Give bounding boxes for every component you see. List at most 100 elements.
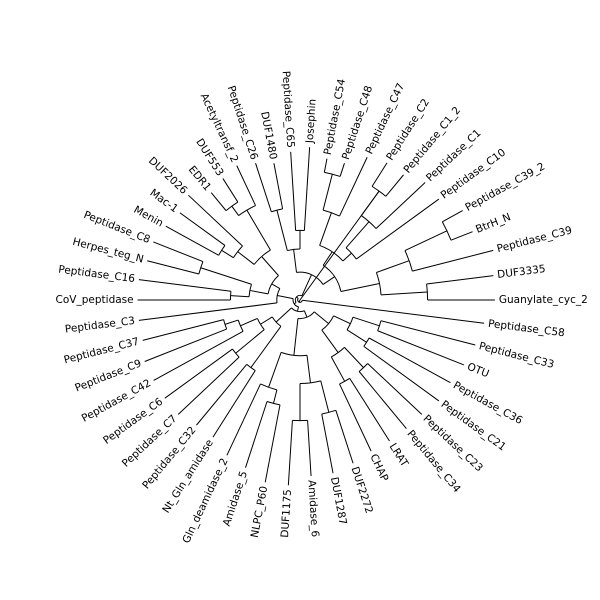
tree-branch [138,279,232,292]
tree-branch [426,275,494,285]
tree-branch [165,225,219,256]
tree-branch [322,251,333,266]
tree-branch [375,182,426,229]
tree-branch [212,370,256,438]
tree-branch [236,165,257,206]
tree-branch [249,289,269,295]
tree-branch [290,151,297,231]
tree-branch [261,256,279,276]
tree-branch [287,420,293,486]
tree-branch [339,157,368,217]
tree-branch [339,383,372,452]
leaf-label: BtrH_N [474,211,512,236]
leaf-label: Menin [132,204,166,230]
tree-branch [153,330,244,381]
tree-branch [376,260,410,273]
leaf-label: DUF1287 [328,476,349,526]
tree-branch [339,163,345,177]
tree-branch [368,337,451,384]
tree-branch [250,325,282,368]
tree-branch [210,192,227,211]
tree-branch-arc [260,383,278,391]
tree-branch-arc [331,346,345,358]
tree-branch [363,345,440,402]
tree-branch [322,276,335,285]
tree-branch [188,194,243,247]
leaf-label: Peptidase_C16 [58,264,136,286]
tree-branch [303,310,308,318]
tree-branch-arc [218,245,226,256]
leaf-label: Peptidase_C33 [478,340,556,371]
tree-branch [271,283,281,289]
tree-branch [293,249,298,273]
tree-branch [412,249,494,272]
tree-branch [196,364,248,426]
tree-branch [245,401,268,468]
tree-branch [224,319,239,325]
tree-branch [321,329,339,353]
tree-branch [319,212,332,246]
tree-branch [260,316,273,325]
tree-branch [377,330,465,366]
tree-branch [321,413,334,474]
tree-branch [272,389,278,404]
tree-branch [352,316,380,327]
leaf-label: DUF3335 [497,263,547,281]
leaf-label: Peptidase_C58 [487,318,565,340]
tree-branch [349,378,390,442]
tree-branch [345,221,370,249]
leaf-label: Peptidase_C3 [64,315,135,336]
tree-branch [277,294,294,300]
tree-branch [144,328,227,362]
leaf-label: Peptidase_C39 [496,224,574,255]
leaf-label: Amidase_5 [221,470,250,528]
tree-branch-arc [345,247,357,260]
tree-branch [356,198,440,260]
tree-branch [313,311,329,325]
tree-branch [153,241,204,263]
tree-branch [442,210,463,223]
tree-branch [303,147,311,231]
tree-branch [138,302,278,321]
tree-branch [301,274,312,296]
tree-branch [200,267,252,285]
tree-branch [385,174,404,197]
tree-branch [142,319,224,341]
tree-branch [371,162,388,187]
tree-branch [320,380,330,413]
tree-branch [367,363,423,415]
tree-branch [273,163,284,209]
leaf-label: EDR1 [186,164,214,194]
tree-branch [235,329,265,354]
tree-branch [322,174,333,211]
tree-branch [179,212,226,246]
tree-branch [302,299,485,324]
leaf-label: CoV_peptidase [56,294,134,306]
leaf-label: NLPC_P60 [249,485,271,539]
leaf-label: CHAP [367,452,390,483]
leaf-label: OTU [465,361,490,380]
tree-branch [342,252,352,262]
tree-branch [404,230,448,252]
tree-branch [293,302,297,305]
tree-branch [346,329,367,343]
tree-branch [221,249,234,259]
tree-branch [226,383,261,456]
leaf-label: DUF1175 [279,489,294,538]
tree-branch [296,296,299,299]
tree-branch [276,209,288,251]
tree-branch [230,295,250,298]
leaf-label: Guanylate_cyc_2 [499,294,588,306]
tree-branch [237,251,255,265]
tree-branch [296,306,299,312]
tree-branch [255,163,272,212]
tree-branch [298,299,301,303]
tree-branch [231,205,240,216]
leaf-label: LRAT [387,441,411,469]
tree-branch [340,283,380,293]
leaf-label: Amidase_6 [305,480,321,538]
tree-branch [306,355,311,383]
tree-branch-arc [322,209,340,217]
tree-branch [335,410,354,464]
